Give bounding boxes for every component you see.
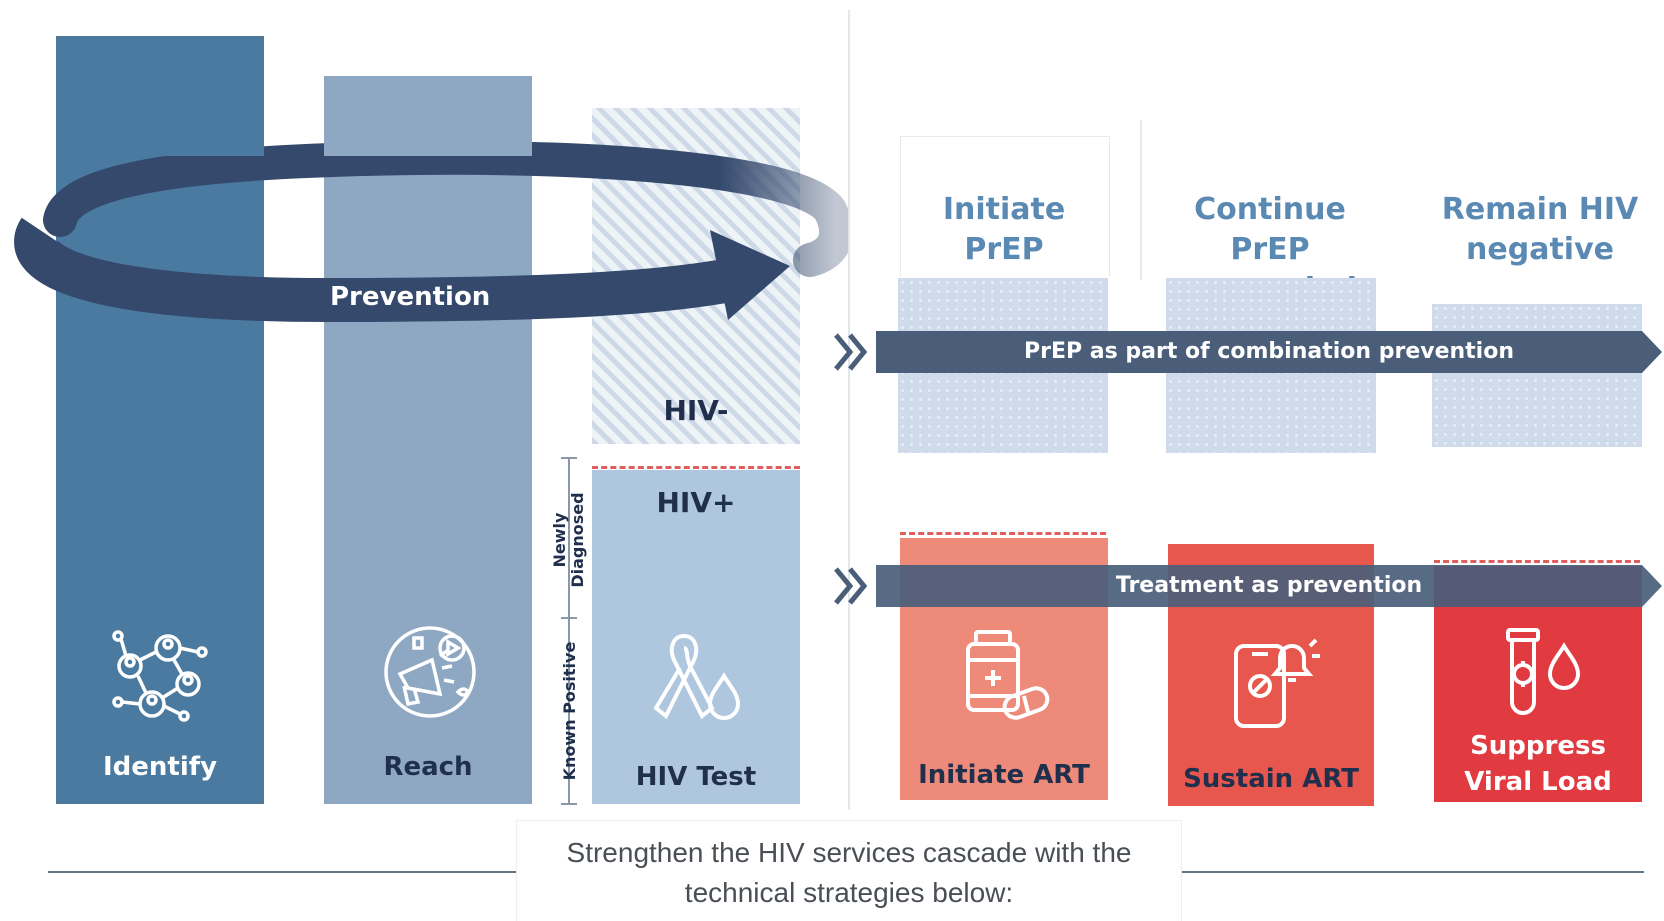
section-divider [848, 10, 850, 810]
phone-alert-icon [1234, 638, 1320, 728]
treatment-chevron-icon [834, 567, 868, 605]
megaphone-icon [384, 626, 476, 718]
prep-band: PrEP as part of combination prevention [876, 331, 1662, 373]
identify-label: Identify [102, 752, 218, 782]
hiv-positive-label: HIV+ [656, 486, 736, 519]
prep-step-3-title: Remain HIV negative [1441, 192, 1639, 267]
medicine-bottle-icon [966, 630, 1050, 720]
reach-bar: Reach [324, 76, 532, 804]
treatment-band: Treatment as prevention [876, 565, 1662, 607]
prep-step-divider [1140, 120, 1142, 280]
initiate-art-label: Initiate ART [918, 760, 1090, 790]
newly-diagnosed-label: Newly Diagnosed [550, 492, 587, 588]
prep-step-3-bar [1432, 304, 1642, 447]
footer-text: Strengthen the HIV services cascade with… [566, 837, 1132, 908]
prep-step-1-title: Initiate PrEP [942, 192, 1066, 267]
reach-bar-overlap [324, 76, 532, 156]
footer-text-box: Strengthen the HIV services cascade with… [516, 820, 1182, 921]
prep-step-1-box [900, 136, 1110, 277]
suppress-viral-load-label: Suppress Viral Load [1464, 731, 1612, 797]
suppress-dashed-line [1434, 560, 1640, 563]
ribbon-drop-icon [653, 634, 741, 720]
known-positive-label: Known Positive [560, 641, 579, 781]
hiv-positive-dashed-line [592, 466, 800, 469]
hiv-test-label: HIV Test [635, 762, 757, 792]
footer-rule-right [1180, 871, 1644, 873]
initiate-art-dashed-line [900, 532, 1106, 535]
diagnosis-bracket [561, 457, 577, 805]
sustain-art-label: Sustain ART [1183, 764, 1359, 794]
hiv-test-bar: HIV+ HIV Test [592, 470, 800, 804]
test-tube-icon [1506, 628, 1581, 715]
reach-label: Reach [383, 752, 473, 782]
prevention-loop-arrow [14, 140, 850, 323]
prep-chevron-icon [834, 333, 868, 371]
identify-bar-overlap [56, 36, 264, 156]
prevention-label: Prevention [330, 282, 491, 312]
hiv-negative-label: HIV- [663, 394, 729, 427]
network-people-icon [112, 630, 208, 722]
footer-rule-left [48, 871, 516, 873]
